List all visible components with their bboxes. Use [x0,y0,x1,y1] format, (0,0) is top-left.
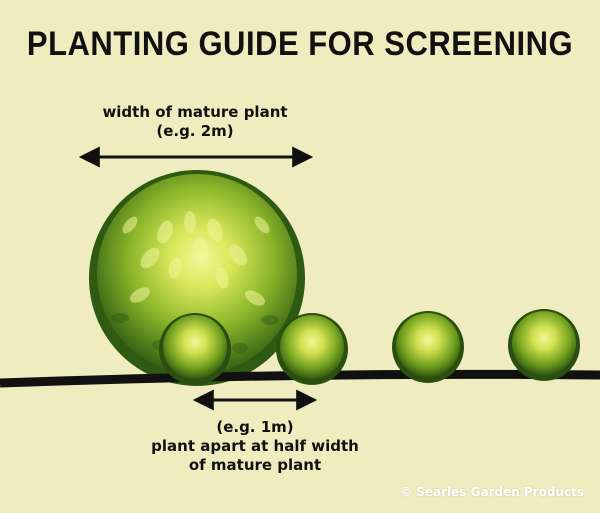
young-plant [508,309,580,381]
young-plant [276,313,348,385]
spacing-label-line2: plant apart at half width [151,437,359,455]
spacing-label: (e.g. 1m) plant apart at half width of m… [120,418,390,475]
spacing-label-line1: (e.g. 1m) [216,418,294,436]
page-title: PLANTING GUIDE FOR SCREENING [26,23,574,64]
copyright-notice: © Searles Garden Products [400,485,584,499]
mature-width-label: width of mature plant (e.g. 2m) [95,103,295,141]
mature-plant [89,170,305,386]
spacing-label-line3: of mature plant [188,456,322,474]
young-plant [159,313,231,385]
young-plant [392,311,464,383]
mature-width-label-line1: width of mature plant [102,103,288,121]
mature-width-label-line2: (e.g. 2m) [156,122,234,140]
